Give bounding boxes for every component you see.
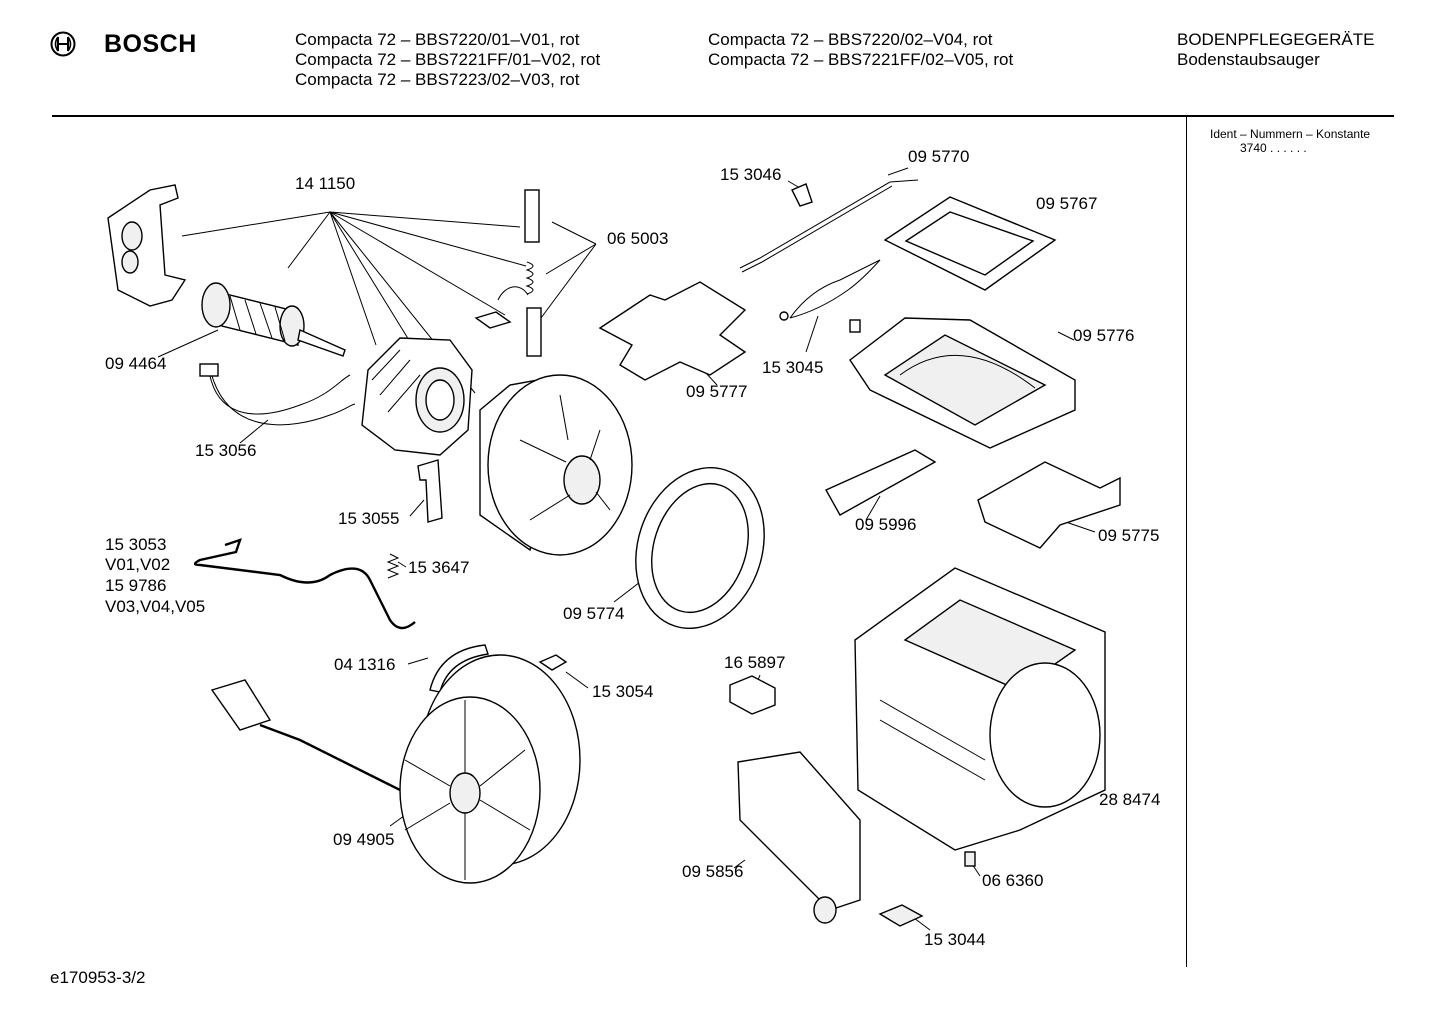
fan-housing [479,374,633,556]
part-label: 15 3046 [720,165,781,184]
model-line: Compacta 72 – BBS7220/01–V01, rot [295,30,580,49]
ident-value: 3740 . . . . . . [1240,141,1307,155]
grommet [964,851,976,867]
arc-clip [429,644,489,693]
main-housing [854,567,1106,851]
part-label: 09 5777 [686,382,747,401]
spring-wire [193,538,416,630]
hinge-spring [779,259,881,321]
part-label: 06 5003 [607,229,668,248]
bosch-logo-icon [50,31,76,57]
part-label: 15 3054 [592,682,653,701]
filter-holder [849,317,1076,449]
part-label: 15 9786 [105,576,166,595]
side-divider [1186,117,1187,967]
brand-name: BOSCH [104,30,197,58]
cord-reel [210,654,581,884]
part-label: 15 3055 [338,509,399,528]
wire-harness [199,363,356,426]
part-label: 14 1150 [295,174,355,193]
exploded-parts-diagram: 14 1150 09 4464 15 3056 15 3055 06 5003 … [105,147,1160,949]
part-label: 15 3044 [924,930,985,949]
motor-cover-bracket [107,184,187,307]
circuit-board [737,751,861,924]
part-label: 15 3053 [105,535,166,554]
part-label: 09 5774 [563,604,624,623]
part-label: 09 5996 [855,515,916,534]
part-label: 09 5770 [908,147,969,166]
filter-frame [883,196,1057,291]
part-label: 15 3056 [195,441,256,460]
part-label: 06 6360 [982,871,1043,890]
air-duct [977,461,1121,549]
armature [201,282,346,357]
crossbar [825,449,937,516]
category-block: BODENPFLEGEGERÄTE Bodenstaubsauger [1177,30,1374,70]
part-label: 09 5856 [682,862,743,881]
gasket-ring [635,466,765,630]
part-label: 09 4905 [333,830,394,849]
part-label: 15 3647 [408,558,469,577]
model-line: Compacta 72 – BBS7221FF/01–V02, rot [295,50,601,69]
part-label: 09 5775 [1098,526,1159,545]
model-line: Compacta 72 – BBS7220/02–V04, rot [708,30,993,49]
retaining-clip [417,459,443,523]
part-label: 09 5767 [1036,194,1097,213]
category-subtitle: Bodenstaubsauger [1177,50,1320,69]
part-label: 09 4464 [105,354,166,373]
rod-assembly [739,179,919,273]
header-divider [52,115,1394,117]
part-label: V01,V02 [105,555,170,574]
part-label: 16 5897 [724,653,785,672]
small-spring [386,553,400,579]
models-column-1: Compacta 72 – BBS7220/01–V01, rot Compac… [295,30,600,90]
part-label: 15 3045 [762,358,823,377]
part-label: V03,V04,V05 [105,597,205,616]
foam-pad [878,904,924,927]
carbon-brushes [474,189,542,357]
part-label: 09 5776 [1073,326,1134,345]
drawing-code: e170953-3/2 [50,968,146,987]
filter-pad [598,281,747,381]
ident-label: Ident – Nummern – Konstante [1210,127,1371,141]
switch [729,675,776,715]
part-label: 04 1316 [334,655,395,674]
part-label: 28 8474 [1099,790,1160,809]
small-bracket [538,654,568,671]
stator [361,337,473,456]
part-labels: 14 1150 09 4464 15 3056 15 3055 06 5003 … [105,147,1160,949]
models-column-2: Compacta 72 – BBS7220/02–V04, rot Compac… [708,30,1013,70]
model-line: Compacta 72 – BBS7223/02–V03, rot [295,70,580,89]
category-title: BODENPFLEGEGERÄTE [1177,30,1375,49]
model-line: Compacta 72 – BBS7221FF/02–V05, rot [708,50,1014,69]
